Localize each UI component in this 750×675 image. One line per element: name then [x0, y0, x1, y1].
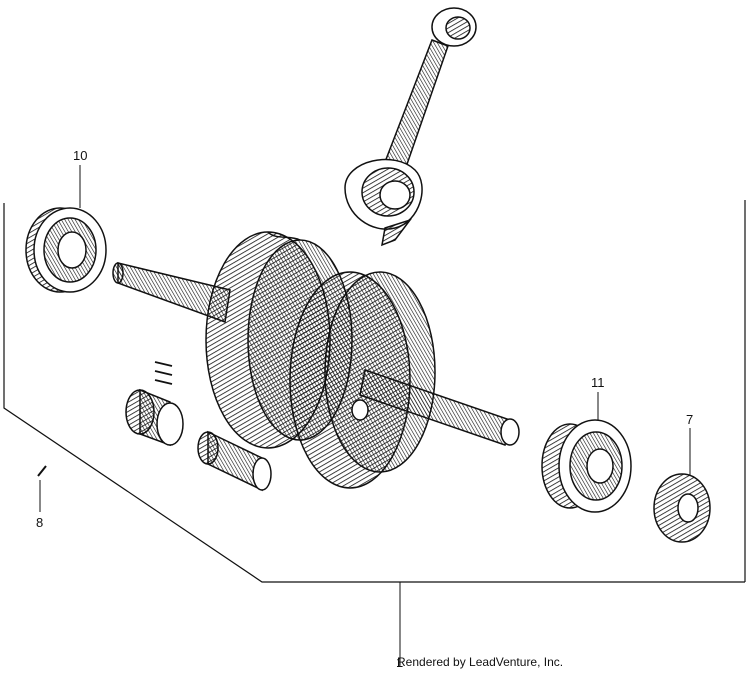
- callout-10: 10: [73, 148, 87, 163]
- callout-11: 11: [591, 375, 605, 390]
- sprocket: [653, 473, 711, 543]
- crank-flywheels: [205, 231, 436, 489]
- connecting-rod: [344, 7, 477, 247]
- woodruff-key: [37, 465, 47, 477]
- left-bearing: [25, 207, 107, 293]
- rendered-by-credit: Rendered by LeadVenture, Inc.: [397, 655, 564, 669]
- callout-7: 7: [686, 412, 693, 427]
- needle-cage: [125, 388, 184, 447]
- callout-1: 1: [396, 655, 403, 670]
- leader-lines: [39, 165, 691, 665]
- right-bearing: [541, 419, 632, 513]
- callout-8: 8: [36, 515, 43, 530]
- right-crank-shaft: [359, 369, 520, 446]
- assembly-frame: [3, 200, 746, 583]
- small-pins: [154, 361, 173, 385]
- crank-pin: [197, 430, 272, 492]
